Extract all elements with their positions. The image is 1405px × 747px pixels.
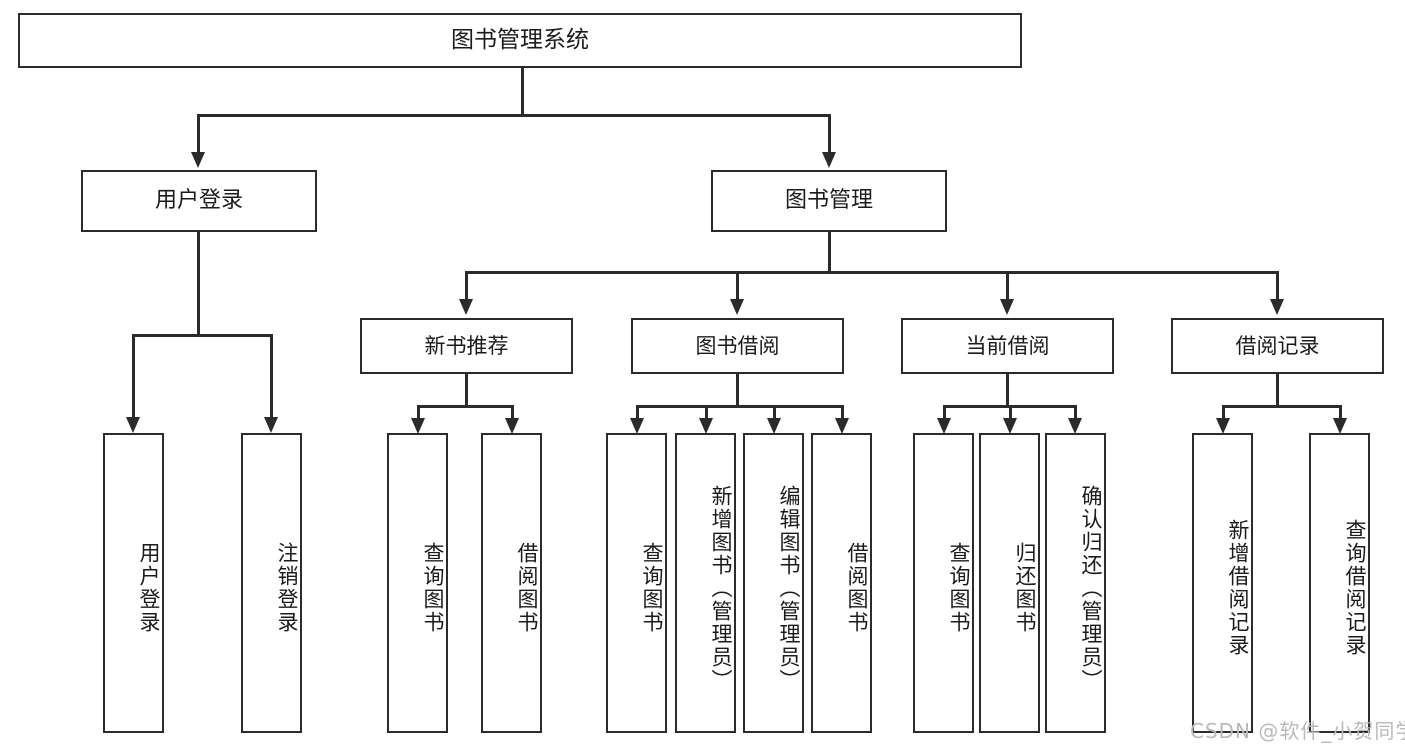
node-label: 新书推荐 — [424, 333, 509, 358]
node-user-login[interactable]: 用户登录 — [81, 170, 317, 232]
connector-book-mgmt-to-l2-2 — [1006, 271, 1009, 301]
node-leaf-query-borrow-record[interactable]: 查询借阅记录 — [1309, 433, 1370, 733]
connector-book-borrow-to-leaf-3 — [841, 405, 844, 420]
arrow-new-book-to-leaf-1 — [505, 418, 519, 434]
node-label: 图书管理 — [784, 188, 873, 214]
node-leaf-return-book[interactable]: 归还图书 — [979, 433, 1040, 733]
node-leaf-borrow-book[interactable]: 借阅图书 — [811, 433, 872, 733]
node-label: 用户登录 — [137, 542, 161, 634]
node-new-book-recommend[interactable]: 新书推荐 — [360, 318, 573, 374]
node-leaf-borrow-book-recommend[interactable]: 借阅图书 — [481, 433, 542, 733]
arrow-book-borrow-to-leaf-0 — [630, 418, 644, 434]
arrow-book-borrow-to-leaf-1 — [699, 418, 713, 434]
arrow-book-mgmt-to-l2-1 — [730, 299, 744, 315]
connector-user-login-to-leaf-1 — [270, 334, 273, 419]
node-current-borrow[interactable]: 当前借阅 — [901, 318, 1114, 374]
connector-new-book-bus — [418, 405, 513, 408]
connector-current-borrow-to-leaf-0 — [943, 405, 946, 420]
arrow-book-mgmt-to-l2-0 — [459, 299, 473, 315]
connector-borrow-record-stem — [1276, 374, 1279, 406]
arrow-user-login-to-leaf-1 — [264, 417, 278, 433]
node-leaf-query-book-current[interactable]: 查询图书 — [913, 433, 974, 733]
arrow-current-borrow-to-leaf-2 — [1068, 418, 1082, 434]
arrow-current-borrow-to-leaf-1 — [1003, 418, 1017, 434]
arrow-borrow-record-to-leaf-0 — [1216, 418, 1230, 434]
arrow-book-mgmt-to-l2-2 — [1000, 299, 1014, 315]
node-label: 查询图书 — [947, 542, 971, 634]
node-borrow-record[interactable]: 借阅记录 — [1171, 318, 1384, 374]
connector-user-login-to-leaf-0 — [132, 334, 135, 419]
connector-borrow-record-to-leaf-1 — [1339, 405, 1342, 420]
arrow-root-to-book-mgmt — [822, 152, 836, 168]
node-label: 归还图书 — [1013, 542, 1037, 634]
connector-book-mgmt-to-l2-1 — [736, 271, 739, 301]
node-leaf-query-book-recommend[interactable]: 查询图书 — [387, 433, 448, 733]
node-label: 借阅图书 — [845, 542, 869, 634]
connector-user-login-stem — [197, 232, 200, 335]
node-label: 图书借阅 — [695, 333, 780, 358]
connector-root-stem — [521, 68, 524, 115]
connector-new-book-to-leaf-1 — [511, 405, 514, 420]
connector-user-login-bus — [133, 334, 272, 337]
connector-book-mgmt-to-l2-3 — [1276, 271, 1279, 301]
connector-book-borrow-bus — [637, 405, 843, 408]
node-label: 查询借阅记录 — [1343, 519, 1367, 657]
node-leaf-query-book-borrow[interactable]: 查询图书 — [606, 433, 667, 733]
node-label: 图书管理系统 — [451, 27, 589, 54]
connector-book-borrow-stem — [736, 374, 739, 406]
connector-current-borrow-to-leaf-2 — [1074, 405, 1077, 420]
connector-book-mgmt-to-l2-0 — [465, 271, 468, 301]
node-label: 借阅记录 — [1235, 333, 1320, 358]
node-label: 编辑图书（管理员） — [777, 484, 801, 692]
connector-current-borrow-to-leaf-1 — [1009, 405, 1012, 420]
arrow-current-borrow-to-leaf-0 — [937, 418, 951, 434]
arrow-root-to-user-login — [191, 152, 205, 168]
node-leaf-confirm-return-admin[interactable]: 确认归还（管理员） — [1045, 433, 1106, 733]
connector-book-borrow-to-leaf-0 — [636, 405, 639, 420]
node-leaf-logout[interactable]: 注销登录 — [241, 433, 302, 733]
node-leaf-user-login[interactable]: 用户登录 — [103, 433, 164, 733]
arrow-book-borrow-to-leaf-3 — [835, 418, 849, 434]
connector-book-borrow-to-leaf-2 — [773, 405, 776, 420]
connector-borrow-record-to-leaf-0 — [1222, 405, 1225, 420]
node-label: 新增借阅记录 — [1226, 519, 1250, 657]
arrow-book-mgmt-to-l2-3 — [1270, 299, 1284, 315]
node-label: 注销登录 — [275, 542, 299, 634]
node-label: 当前借阅 — [965, 333, 1050, 358]
connector-root-to-user-login — [197, 114, 200, 154]
node-leaf-edit-book-admin[interactable]: 编辑图书（管理员） — [743, 433, 804, 733]
connector-root-to-book-mgmt — [828, 114, 831, 154]
node-label: 查询图书 — [421, 542, 445, 634]
node-root-system[interactable]: 图书管理系统 — [18, 13, 1022, 68]
connector-book-mgmt-stem — [828, 232, 831, 273]
connector-new-book-to-leaf-0 — [417, 405, 420, 420]
node-book-borrow[interactable]: 图书借阅 — [631, 318, 844, 374]
connector-book-borrow-to-leaf-1 — [705, 405, 708, 420]
node-leaf-add-book-admin[interactable]: 新增图书（管理员） — [675, 433, 736, 733]
connector-root-bus — [198, 114, 830, 117]
node-label: 确认归还（管理员） — [1079, 484, 1103, 692]
node-label: 新增图书（管理员） — [709, 484, 733, 692]
node-label: 用户登录 — [154, 188, 243, 214]
node-leaf-add-borrow-record[interactable]: 新增借阅记录 — [1192, 433, 1253, 733]
connector-book-mgmt-bus — [466, 271, 1278, 274]
connector-new-book-stem — [465, 374, 468, 406]
node-book-management[interactable]: 图书管理 — [711, 170, 947, 232]
arrow-borrow-record-to-leaf-1 — [1333, 418, 1347, 434]
arrow-new-book-to-leaf-0 — [411, 418, 425, 434]
connector-borrow-record-bus — [1223, 405, 1341, 408]
arrow-book-borrow-to-leaf-2 — [767, 418, 781, 434]
arrow-user-login-to-leaf-0 — [126, 417, 140, 433]
connector-current-borrow-stem — [1006, 374, 1009, 406]
node-label: 借阅图书 — [515, 542, 539, 634]
node-label: 查询图书 — [640, 542, 664, 634]
